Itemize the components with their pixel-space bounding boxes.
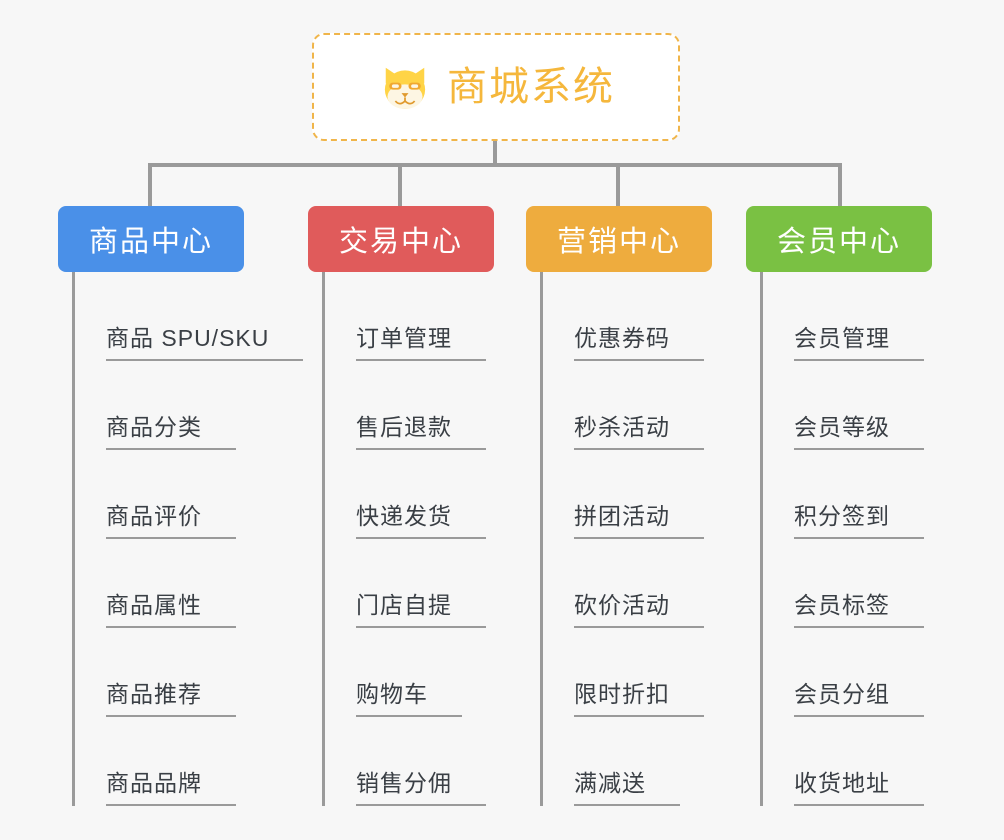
- leaf-item[interactable]: 商品属性: [72, 539, 244, 628]
- leaf-label: 收货地址: [794, 770, 890, 796]
- leaf-item[interactable]: 售后退款: [322, 361, 494, 450]
- leaf-label: 商品属性: [106, 592, 202, 618]
- connector-drop-1: [148, 163, 152, 208]
- leaf-label: 积分签到: [794, 503, 890, 529]
- leaf-label: 砍价活动: [574, 592, 670, 618]
- leaf-label: 拼团活动: [574, 503, 670, 529]
- root-node-card[interactable]: 商城系统: [312, 33, 680, 141]
- branch-column-4: 会员中心 会员管理 会员等级 积分签到 会员标签 会员分组 收货地址: [746, 206, 932, 806]
- leaf-item[interactable]: 限时折扣: [540, 628, 712, 717]
- connector-stem: [493, 141, 497, 165]
- category-box-3[interactable]: 营销中心: [526, 206, 712, 272]
- leaf-label: 商品分类: [106, 414, 202, 440]
- leaf-item[interactable]: 商品推荐: [72, 628, 244, 717]
- connector-drop-3: [616, 163, 620, 208]
- leaf-item[interactable]: 秒杀活动: [540, 361, 712, 450]
- leaf-spine-1: [72, 272, 75, 806]
- leaf-label: 门店自提: [356, 592, 452, 618]
- category-title-1: 商品中心: [88, 226, 213, 258]
- leaf-label: 限时折扣: [574, 681, 670, 707]
- leaf-item[interactable]: 购物车: [322, 628, 494, 717]
- leaf-label: 商品推荐: [106, 681, 202, 707]
- connector-drop-2: [398, 163, 402, 208]
- leaf-label: 会员管理: [794, 325, 890, 351]
- connector-bus: [148, 163, 842, 167]
- leaf-item[interactable]: 优惠券码: [540, 272, 712, 361]
- leaf-label: 会员标签: [794, 592, 890, 618]
- leaf-label: 秒杀活动: [574, 414, 670, 440]
- leaf-item[interactable]: 商品品牌: [72, 717, 244, 806]
- shiba-dog-face-icon: [377, 59, 433, 115]
- leaf-label: 商品评价: [106, 503, 202, 529]
- category-box-2[interactable]: 交易中心: [308, 206, 494, 272]
- leaf-list-4: 会员管理 会员等级 积分签到 会员标签 会员分组 收货地址: [760, 272, 932, 806]
- leaf-label: 优惠券码: [574, 325, 670, 351]
- leaf-label: 商品 SPU/SKU: [106, 325, 270, 351]
- category-title-3: 营销中心: [556, 226, 681, 258]
- leaf-label: 会员等级: [794, 414, 890, 440]
- leaf-item[interactable]: 拼团活动: [540, 450, 712, 539]
- leaf-list-2: 订单管理 售后退款 快递发货 门店自提 购物车 销售分佣: [322, 272, 494, 806]
- leaf-item[interactable]: 商品分类: [72, 361, 244, 450]
- leaf-item[interactable]: 收货地址: [760, 717, 932, 806]
- root-node-title: 商城系统: [447, 65, 615, 109]
- leaf-spine-3: [540, 272, 543, 806]
- leaf-label: 会员分组: [794, 681, 890, 707]
- leaf-item[interactable]: 砍价活动: [540, 539, 712, 628]
- leaf-spine-4: [760, 272, 763, 806]
- leaf-label: 商品品牌: [106, 770, 202, 796]
- leaf-item[interactable]: 会员管理: [760, 272, 932, 361]
- leaf-label: 购物车: [356, 681, 428, 707]
- leaf-list-3: 优惠券码 秒杀活动 拼团活动 砍价活动 限时折扣 满减送: [540, 272, 712, 806]
- category-box-4[interactable]: 会员中心: [746, 206, 932, 272]
- leaf-label: 快递发货: [356, 503, 452, 529]
- leaf-label: 满减送: [574, 770, 646, 796]
- leaf-label: 订单管理: [356, 325, 452, 351]
- branch-column-2: 交易中心 订单管理 售后退款 快递发货 门店自提 购物车 销售分佣: [308, 206, 494, 806]
- leaf-item[interactable]: 销售分佣: [322, 717, 494, 806]
- leaf-item[interactable]: 会员分组: [760, 628, 932, 717]
- leaf-item[interactable]: 会员标签: [760, 539, 932, 628]
- category-title-2: 交易中心: [338, 226, 463, 258]
- leaf-item[interactable]: 会员等级: [760, 361, 932, 450]
- category-title-4: 会员中心: [776, 226, 901, 258]
- leaf-item[interactable]: 商品评价: [72, 450, 244, 539]
- leaf-item[interactable]: 积分签到: [760, 450, 932, 539]
- leaf-list-1: 商品 SPU/SKU 商品分类 商品评价 商品属性 商品推荐 商品品牌: [72, 272, 304, 806]
- branch-column-1: 商品中心 商品 SPU/SKU 商品分类 商品评价 商品属性 商品推荐 商品品牌: [58, 206, 304, 806]
- leaf-label: 售后退款: [356, 414, 452, 440]
- branch-column-3: 营销中心 优惠券码 秒杀活动 拼团活动 砍价活动 限时折扣 满减送: [526, 206, 712, 806]
- leaf-item[interactable]: 订单管理: [322, 272, 494, 361]
- leaf-label: 销售分佣: [356, 770, 452, 796]
- leaf-spine-2: [322, 272, 325, 806]
- connector-drop-4: [838, 163, 842, 208]
- leaf-item[interactable]: 快递发货: [322, 450, 494, 539]
- leaf-item[interactable]: 商品 SPU/SKU: [72, 272, 304, 361]
- leaf-item[interactable]: 门店自提: [322, 539, 494, 628]
- category-box-1[interactable]: 商品中心: [58, 206, 244, 272]
- leaf-item[interactable]: 满减送: [540, 717, 712, 806]
